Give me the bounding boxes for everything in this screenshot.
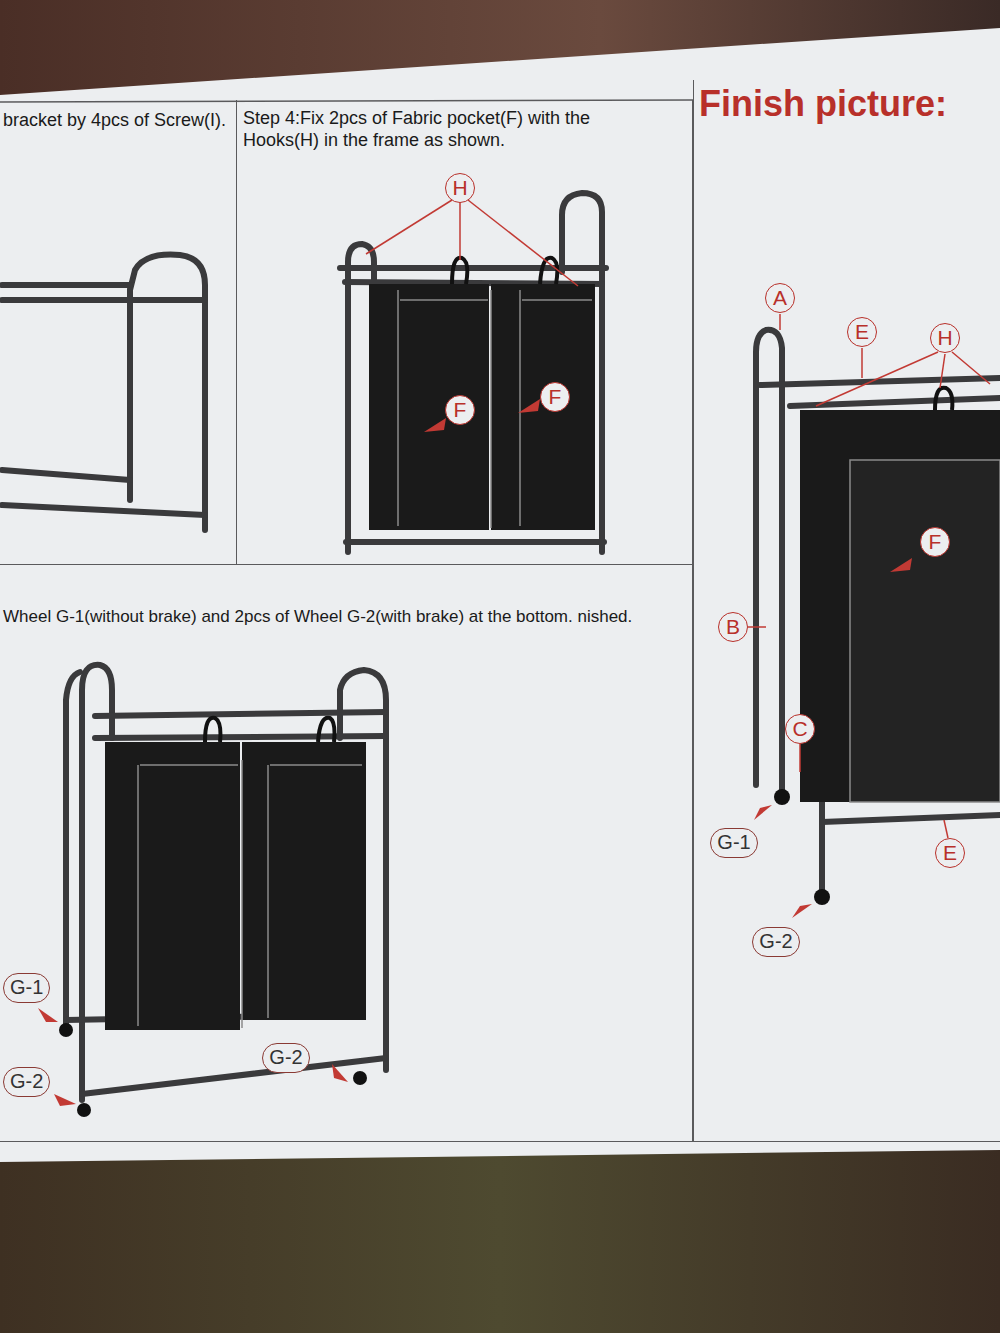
callout-number: H bbox=[445, 173, 475, 203]
instruction-panel: bracket by 4pcs of Screw(I). bbox=[0, 100, 237, 565]
laundry-sorter-drawing bbox=[38, 665, 386, 1117]
callout-number: G-2 bbox=[752, 927, 799, 957]
instruction-panel: Step 4:Fix 2pcs of Fabric pocket(F) with… bbox=[237, 100, 693, 565]
step-text: Wheel G-1(without brake) and 2pcs of Whe… bbox=[3, 607, 671, 627]
instruction-panel: Wheel G-1(without brake) and 2pcs of Whe… bbox=[0, 565, 693, 1142]
callout-number: G-2 bbox=[262, 1043, 309, 1073]
callout-number: E bbox=[847, 317, 877, 347]
callout-number: F bbox=[920, 527, 950, 557]
background bbox=[0, 1140, 1000, 1333]
step-text: Step 4:Fix 2pcs of Fabric pocket(F) with… bbox=[243, 108, 663, 151]
laundry-sorter-drawing bbox=[748, 314, 1000, 918]
callout-number: B bbox=[718, 612, 748, 642]
laundry-sorter-drawing bbox=[340, 193, 606, 552]
panel-grid bbox=[0, 100, 693, 102]
paper-sheet bbox=[0, 28, 1000, 1162]
callout-number: G-2 bbox=[3, 1067, 50, 1097]
panel-heading: Finish picture: bbox=[699, 82, 997, 125]
callout-number: G-1 bbox=[3, 973, 50, 1003]
callout-number: C bbox=[785, 714, 815, 744]
frame-drawing bbox=[2, 255, 205, 530]
callout-number: A bbox=[765, 283, 795, 313]
callout-number: H bbox=[930, 323, 960, 353]
callout-number: F bbox=[540, 382, 570, 412]
callout-number: E bbox=[935, 838, 965, 868]
callout-number: F bbox=[445, 395, 475, 425]
instruction-panel: Finish picture: bbox=[693, 80, 1000, 1142]
step-text: bracket by 4pcs of Screw(I). bbox=[3, 110, 233, 132]
callout-number: G-1 bbox=[710, 828, 757, 858]
